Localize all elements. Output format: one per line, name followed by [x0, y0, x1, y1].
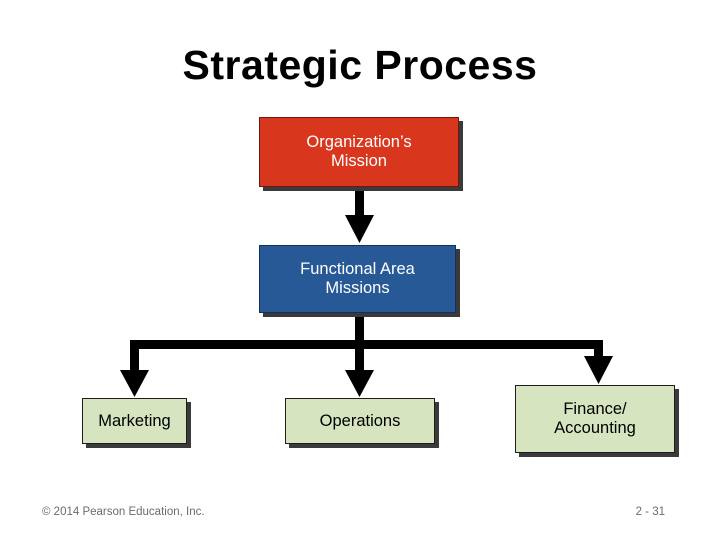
box-marketing: Marketing: [82, 398, 187, 444]
connector-stem: [355, 313, 364, 346]
arrow-mission-to-functional: [345, 188, 374, 243]
box-functional-area-missions: Functional Area Missions: [259, 245, 456, 313]
arrow-to-operations: [345, 340, 374, 397]
copyright-footer: © 2014 Pearson Education, Inc.: [42, 506, 205, 518]
box-finance-accounting: Finance/ Accounting: [515, 385, 675, 453]
page-number: 2 - 31: [635, 506, 665, 518]
box-organization-mission: Organization’s Mission: [259, 117, 459, 187]
slide-title: Strategic Process: [182, 42, 538, 88]
arrow-to-finance: [584, 340, 613, 384]
arrow-to-marketing: [120, 340, 149, 397]
box-operations: Operations: [285, 398, 435, 444]
connector-bar: [130, 340, 603, 349]
